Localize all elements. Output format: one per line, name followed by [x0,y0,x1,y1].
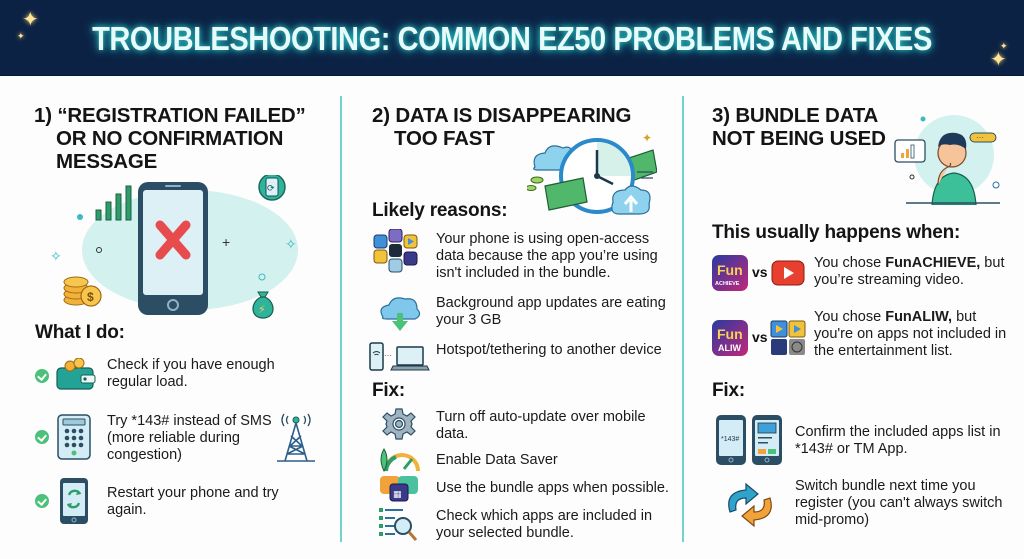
sparkle-icon: ✦ [17,31,25,41]
reason-item: Your phone is using open-access data bec… [436,231,658,281]
checkmark-icon [35,369,49,383]
cell-tower-icon [275,406,317,464]
svg-text:$: $ [87,290,94,304]
section-title: 2) DATA IS DISAPPEARING TOO FAST [372,104,632,150]
section-data-disappearing: 2) DATA IS DISAPPEARING TOO FAST [372,96,672,150]
list-search-icon [379,506,419,542]
video-play-icon [771,260,805,286]
vs-label: vs [752,264,768,280]
header-banner: ✦ ✦ • TROUBLESHOOTING: COMMON EZ50 PROBL… [0,0,1024,76]
svg-text:▦: ▦ [393,489,402,499]
thinking-person-illustration: ··· [892,115,1004,205]
svg-text:⚡: ⚡ [258,304,266,316]
fix-item: Enable Data Saver [436,452,558,468]
gear-icon [382,407,416,441]
svg-text:ALIW: ALIW [718,343,741,353]
section-registration-failed: 1) “REGISTRATION FAILED” OR NO CONFIRMAT… [34,96,334,173]
checkmark-icon [35,494,49,508]
swap-arrows-icon [722,482,778,528]
app-cluster-icon [770,320,806,356]
keypad-icon [57,414,91,460]
fix-item: Check which apps are included in your se… [436,508,653,541]
svg-text:ACHIEVE: ACHIEVE [715,281,740,287]
usually-happens-heading: This usually happens when: [712,222,961,243]
two-phones-icon: *143# [715,414,785,466]
funaliw-badge-icon: Fun ALIW [712,320,748,356]
likely-reasons-heading: Likely reasons: [372,200,508,221]
svg-text:✧: ✧ [50,248,62,264]
svg-text:✧: ✧ [285,236,297,252]
case-item: You chose FunALIW, but you're on apps no… [814,309,1007,359]
fix-heading: Fix: [372,380,405,401]
vs-label: vs [752,329,768,345]
wallet-coins-icon [55,358,97,390]
sparkle-icon: ✦ [22,9,39,31]
funachieve-badge-icon: Fun ACHIEVE [712,255,748,291]
svg-text:✦: ✦ [642,132,652,145]
coins-icon: $ [62,270,104,310]
phone-restart-icon [59,477,89,525]
cloud-download-icon [377,293,423,333]
sparkle-icon: ✦ [1000,41,1008,51]
page-title: TROUBLESHOOTING: COMMON EZ50 PROBLEMS AN… [92,20,932,57]
column-divider [682,96,684,542]
list-item: Check if you have enough regular load. [107,357,275,390]
app-grid-icon [372,229,422,279]
section-bundle-not-used: 3) BUNDLE DATA NOT BEING USED [712,96,912,150]
what-i-do-heading: What I do: [35,322,125,343]
svg-text:···: ··· [976,133,984,142]
svg-text:⟳: ⟳ [267,183,275,193]
clock-money-illustration: ✦ [527,132,657,220]
data-saver-gauge-icon [378,447,422,473]
hotspot-laptop-icon: ··· [369,342,431,372]
fix-item: Turn off auto-update over mobile data. [436,409,646,442]
reason-item: Hotspot/tethering to another device [436,342,662,358]
list-item: Try *143# instead of SMS (more reliable … [107,413,272,463]
svg-text:Fun: Fun [717,326,743,342]
fix-item: Switch bundle next time you register (yo… [795,478,1003,528]
list-item: Restart your phone and try again. [107,485,279,518]
reason-item: Background app updates are eating your 3… [436,295,666,328]
section-title: 1) “REGISTRATION FAILED” OR NO CONFIRMAT… [34,104,306,173]
checkmark-icon [35,430,49,444]
sparkle-icon: ✦ [990,49,1007,71]
column-divider [340,96,342,542]
section-title: 3) BUNDLE DATA NOT BEING USED [712,104,886,150]
fix-item: Use the bundle apps when possible. [436,480,669,496]
bundle-apps-icon: ▦ [380,476,420,502]
registration-failed-illustration: ✧ ⟳ + ✧ [50,175,310,315]
fix-item: Confirm the included apps list in *143# … [795,424,1001,457]
case-item: You chose FunACHIEVE, but you’re streami… [814,255,1005,288]
svg-text:···: ··· [384,351,392,360]
svg-text:*143#: *143# [721,436,739,443]
fix-heading: Fix: [712,380,745,401]
sparkle-icon: • [29,12,31,18]
svg-text:Fun: Fun [717,262,743,278]
money-bag-icon: ⚡ [248,288,278,320]
svg-text:+: + [222,234,230,250]
